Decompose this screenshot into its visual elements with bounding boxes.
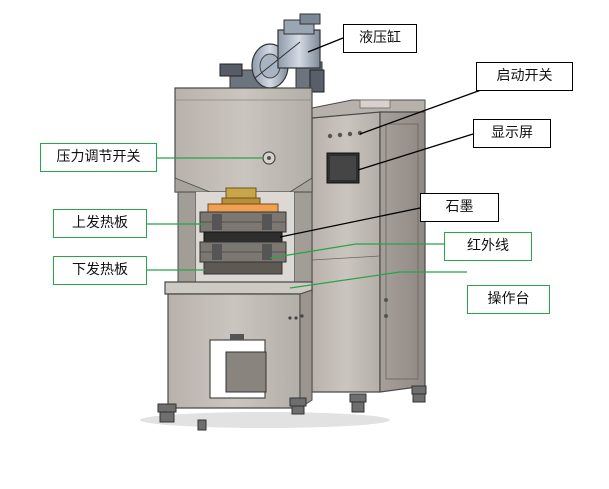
callout-lines — [147, 37, 493, 289]
leader-worktable — [289, 271, 467, 289]
leader-graphite — [279, 207, 421, 238]
label-graphite: 石墨 — [420, 193, 499, 222]
label-display-screen: 显示屏 — [473, 119, 551, 148]
leader-hydraulic-cylinder — [307, 37, 344, 53]
upper-housing — [174, 87, 313, 193]
ground-shadow — [140, 412, 390, 428]
label-hydraulic-cylinder: 液压缸 — [343, 24, 417, 53]
label-upper-heating-plate: 上发热板 — [53, 209, 147, 238]
machine-feet — [157, 385, 427, 431]
graphite-block — [203, 231, 283, 243]
upper-heating-plate-assembly — [199, 203, 287, 233]
label-lower-heating-plate: 下发热板 — [53, 256, 147, 285]
lower-heating-plate-assembly — [199, 241, 287, 275]
label-pressure-adjust-switch: 压力调节开关 — [40, 143, 157, 172]
worktable-base — [164, 281, 313, 409]
leader-display-screen — [357, 133, 474, 171]
label-infrared: 红外线 — [444, 232, 532, 261]
leader-infrared — [269, 243, 444, 259]
control-cabinet — [311, 99, 426, 393]
label-start-switch: 启动开关 — [476, 62, 573, 91]
label-worktable: 操作台 — [467, 285, 550, 314]
press-ram — [221, 187, 261, 207]
leader-start-switch — [359, 85, 493, 135]
hydraulic-cylinder-assembly — [219, 13, 325, 93]
